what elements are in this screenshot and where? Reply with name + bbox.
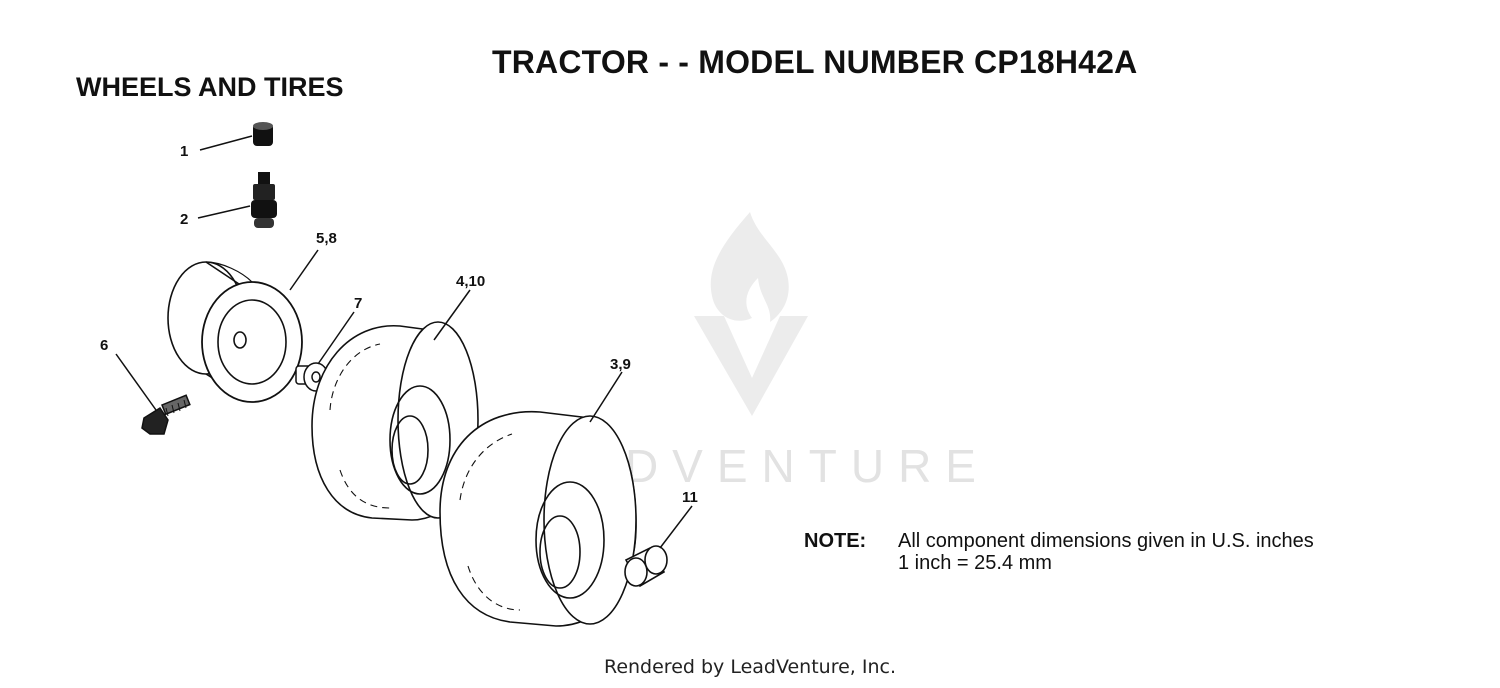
page-title: TRACTOR - - MODEL NUMBER CP18H42A — [492, 44, 1138, 80]
callout-4-10[interactable]: 4,10 — [456, 273, 485, 290]
callout-2[interactable]: 2 — [180, 211, 188, 228]
callout-5-8[interactable]: 5,8 — [316, 230, 337, 247]
note-text-1: All component dimensions given in U.S. i… — [898, 530, 1314, 552]
callout-11[interactable]: 11 — [682, 489, 698, 506]
footer-credit: Rendered by LeadVenture, Inc. — [603, 656, 897, 678]
callout-1[interactable]: 1 — [180, 143, 188, 160]
callout-7[interactable]: 7 — [354, 295, 362, 312]
rear-tire — [439, 411, 637, 627]
section-title: WHEELS AND TIRES — [76, 72, 344, 102]
note-text-2: 1 inch = 25.4 mm — [898, 552, 1052, 574]
bearing — [624, 545, 668, 588]
note-line-1: NOTE: All component dimensions given in U… — [804, 530, 1314, 552]
wheel-rim — [167, 261, 303, 403]
callout-3-9[interactable]: 3,9 — [610, 356, 631, 373]
bolt — [141, 394, 191, 435]
washer-bushing — [295, 362, 329, 392]
note-label: NOTE: — [804, 530, 867, 552]
callout-6[interactable]: 6 — [100, 337, 108, 354]
valve-cap — [253, 122, 273, 146]
watermark-flame-icon — [710, 212, 789, 322]
dimension-note: NOTE: All component dimensions given in U… — [804, 530, 1314, 574]
valve-stem — [251, 172, 277, 228]
watermark-v-icon — [694, 316, 808, 416]
leader-lines — [115, 135, 693, 549]
